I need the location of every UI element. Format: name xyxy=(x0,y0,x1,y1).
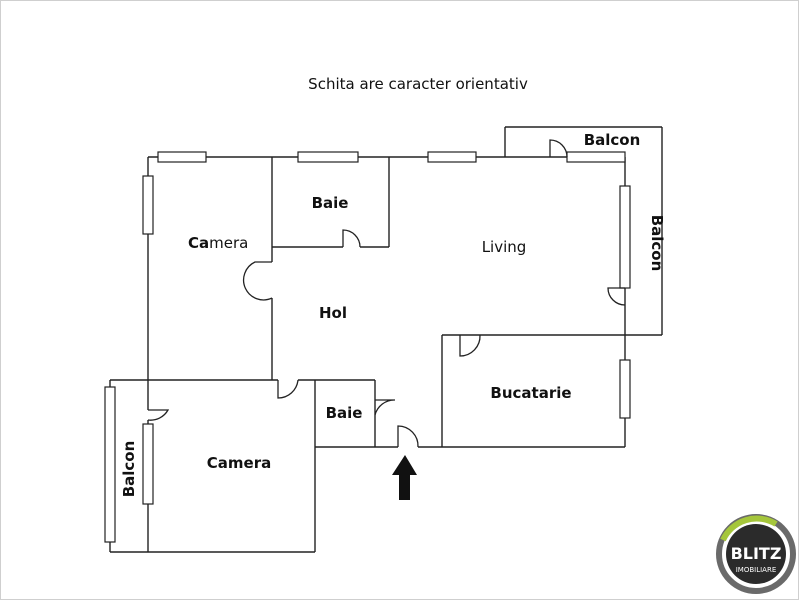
logo-inner xyxy=(726,524,786,584)
blitz-logo: BLITZ IMOBILIARE xyxy=(716,514,796,594)
room-label-baie-top: Baie xyxy=(312,194,349,212)
room-label-balcon-right: Balcon xyxy=(648,215,666,272)
logo-brand-text: BLITZ xyxy=(731,544,782,563)
windows xyxy=(104,151,631,543)
doors xyxy=(147,139,626,448)
room-label-camera-top: Camera xyxy=(188,234,248,252)
logo-sub-text: IMOBILIARE xyxy=(736,566,777,574)
room-label-living: Living xyxy=(482,238,527,256)
room-label-balcon-top: Balcon xyxy=(584,131,641,149)
arrow-up-icon xyxy=(392,455,417,500)
walls xyxy=(109,126,663,553)
room-label-baie-bottom: Baie xyxy=(326,404,363,422)
room-label-balcon-left: Balcon xyxy=(120,441,138,498)
logo-accent-arc xyxy=(720,515,778,542)
plan-title: Schita are caracter orientativ xyxy=(308,75,528,93)
room-label-hol: Hol xyxy=(319,304,347,322)
room-label-bucatarie: Bucatarie xyxy=(490,384,571,402)
room-label-camera-bottom: Camera xyxy=(207,454,271,472)
